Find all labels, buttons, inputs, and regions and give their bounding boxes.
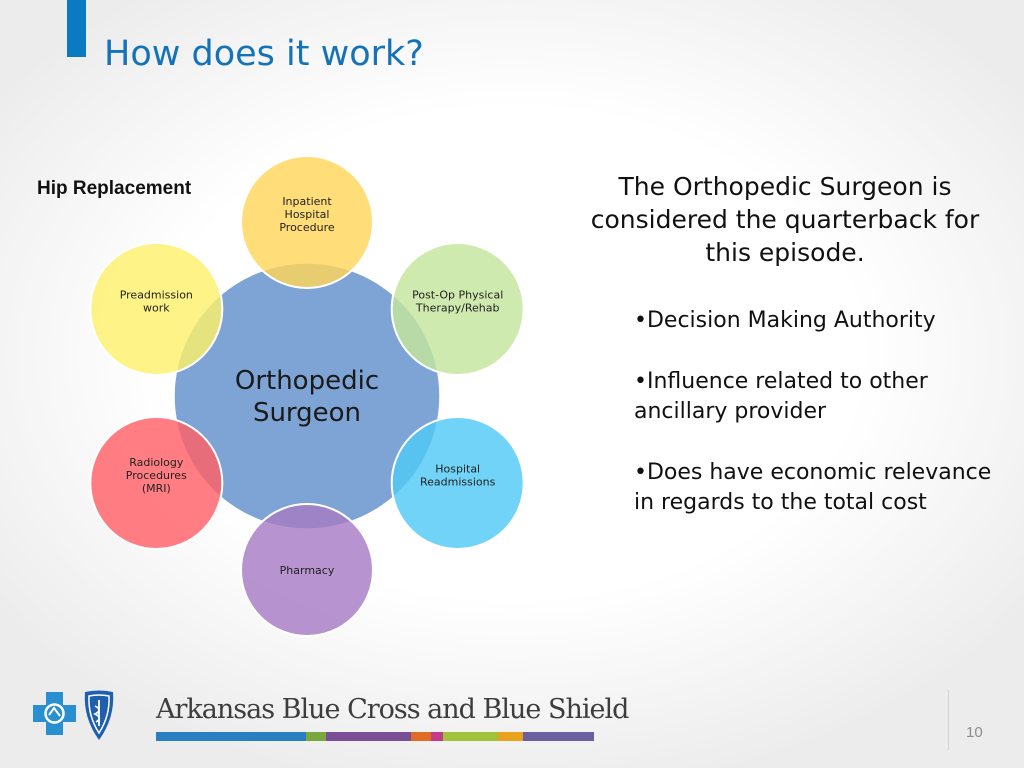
- stripe-segment: [431, 732, 443, 741]
- cycle-node: Pharmacy: [240, 503, 374, 637]
- diagram-subtitle: Hip Replacement: [37, 178, 192, 199]
- stripe-segment: [498, 732, 523, 741]
- stripe-segment: [306, 732, 326, 741]
- stripe-segment: [443, 732, 498, 741]
- blue-cross-icon: [33, 692, 76, 735]
- intro-text: The Orthopedic Surgeon is considered the…: [590, 172, 980, 267]
- slide-title: How does it work?: [104, 34, 424, 74]
- stripe-segment: [156, 732, 306, 741]
- footer-divider: [948, 690, 949, 750]
- title-accent-bar: [67, 0, 86, 57]
- cycle-node-label: Pharmacy: [280, 564, 335, 577]
- stripe-segment: [411, 732, 431, 741]
- page-number: 10: [966, 724, 983, 741]
- stripe-segment: [523, 732, 594, 741]
- bullet-list: •Decision Making Authority •Influence rel…: [634, 306, 994, 549]
- bullet-item: •Influence related to other ancillary pr…: [634, 369, 928, 424]
- brand-stripe: [156, 732, 594, 741]
- bullet-item: •Decision Making Authority: [634, 308, 936, 333]
- bullet-item: •Does have economic relevance in regards…: [634, 460, 992, 515]
- organization-name: Arkansas Blue Cross and Blue Shield: [156, 694, 629, 725]
- stripe-segment: [326, 732, 411, 741]
- blue-shield-icon: [84, 690, 114, 740]
- bcbs-logo: [33, 690, 114, 740]
